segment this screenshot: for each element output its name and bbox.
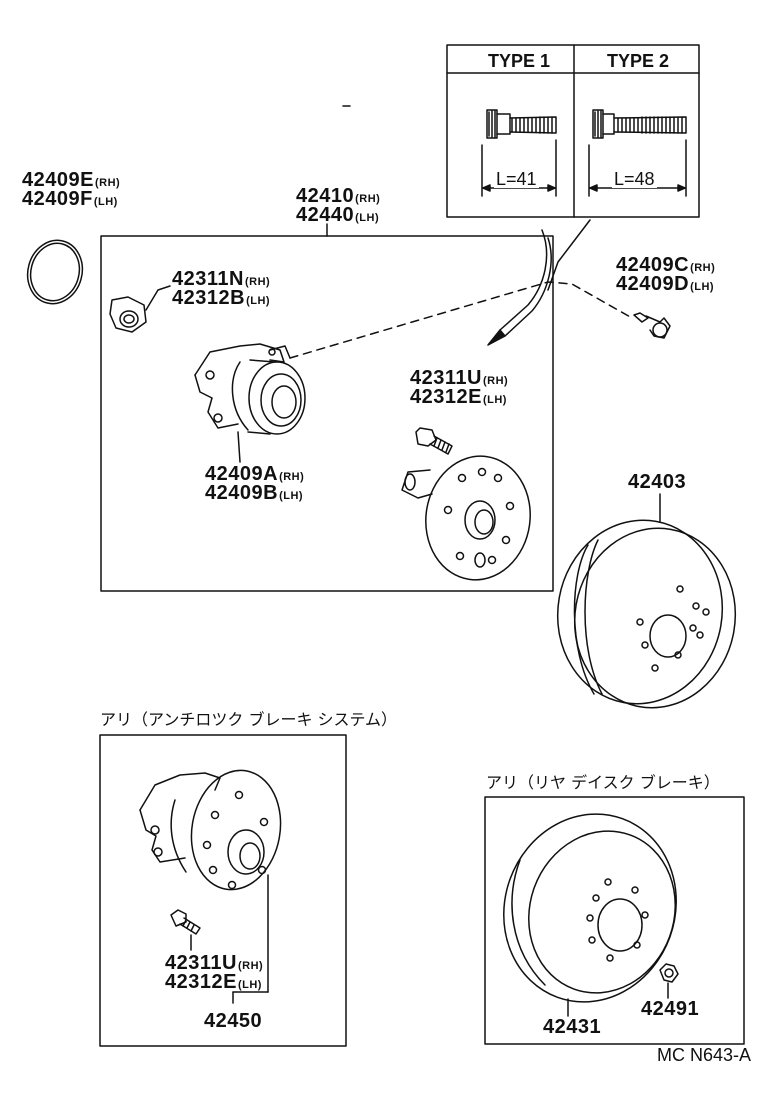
type2-length-label: L=48 (612, 169, 657, 189)
hub-bearing-part (194, 343, 306, 463)
hub-bolt-upper-part (415, 427, 453, 455)
hub-bolt-lower-part-number-lh: 42312E(LH) (165, 971, 262, 993)
hub-bolt-type2-icon (588, 109, 687, 197)
hub-bolt-upper-part-number-rh: 42311U(RH) (410, 367, 509, 389)
hub-bolt-upper-part-number-lh: 42312E(LH) (410, 386, 507, 408)
abs-note: アリ（アンチロツク ブレーキ システム） (100, 710, 398, 729)
hub-bolt-type1-icon (481, 109, 557, 197)
flange-bolt-part-number-lh: 42409D(LH) (616, 273, 715, 295)
type2-header: TYPE 2 (607, 51, 670, 71)
hub-cap-part (26, 239, 84, 305)
hub-assy-part-number-lh: 42440(LH) (296, 204, 380, 226)
flange-bolt-part (633, 312, 671, 339)
hub-assembly-box (100, 223, 554, 592)
abs-hub-part (139, 769, 282, 1004)
cap-part-number-lh: 42409F(LH) (22, 188, 118, 210)
brake-drum-part (556, 493, 737, 709)
nut-part-number-rh: 42311N(RH) (172, 268, 271, 290)
disc-note: アリ（リヤ デイスク ブレーキ） (486, 773, 720, 792)
hub-bolt-lower-part (170, 909, 201, 935)
disc-nut-part (659, 963, 679, 999)
bearing-part-number-lh: 42409B(LH) (205, 482, 304, 504)
hub-bolt-lower-part-number-rh: 42311U(RH) (165, 952, 264, 974)
disc-nut-part-number: 42491 (641, 998, 700, 1020)
nut-part-number-lh: 42312B(LH) (172, 287, 271, 309)
disc-assembly-box (484, 796, 745, 1045)
type1-length-label: L=41 (494, 169, 539, 189)
diagram-code: MC N643-A (657, 1045, 752, 1065)
assembly-leader-dashed (289, 281, 633, 359)
hub-bolt-type-box (446, 44, 700, 218)
brake-disc-part (503, 813, 677, 1017)
cap-part-number-rh: 42409E(RH) (22, 169, 121, 191)
hub-flange-part (401, 455, 531, 581)
abs-assembly-box (99, 734, 347, 1047)
flange-bolt-part-number-rh: 42409C(RH) (616, 254, 716, 276)
hub-assy-part-number-rh: 42410(RH) (296, 185, 381, 207)
bearing-part-number-rh: 42409A(RH) (205, 463, 305, 485)
abs-hub-part-number: 42450 (204, 1010, 263, 1032)
drum-part-number: 42403 (628, 471, 687, 493)
lock-nut-part (109, 285, 171, 333)
disc-part-number: 42431 (543, 1016, 602, 1038)
type1-header: TYPE 1 (488, 51, 551, 71)
type-pointer-arrows (487, 219, 591, 346)
